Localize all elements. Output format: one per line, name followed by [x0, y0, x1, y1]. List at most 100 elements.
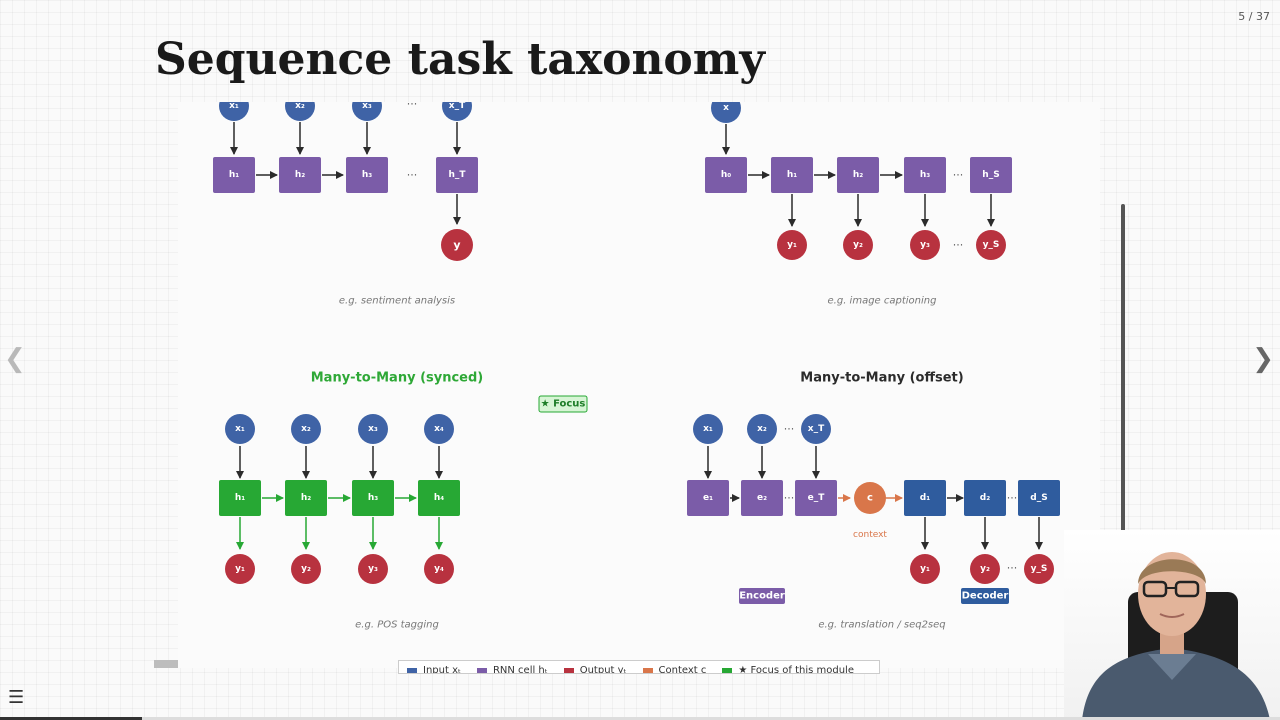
output-node-label: y: [453, 239, 460, 252]
cell-node: [904, 157, 946, 193]
decoder-cell-node: [1018, 480, 1060, 516]
input-node: [747, 414, 777, 444]
input-node: [442, 102, 472, 121]
page-counter: 5 / 37: [1238, 10, 1270, 23]
legend-item-focus: ★ Focus of this module: [722, 665, 854, 673]
cell-node: [771, 157, 813, 193]
legend-item-output: Output yₜ: [563, 665, 627, 674]
input-node-label: x_T: [449, 102, 466, 111]
ellipsis: ···: [953, 239, 964, 252]
cell-node-label: h_S: [982, 170, 999, 180]
cell-node-label: h₁: [229, 170, 239, 180]
chevron-right-icon[interactable]: ❯: [1252, 344, 1274, 374]
cell-node-focus: [219, 480, 261, 516]
cell-node-label: h₃: [362, 170, 372, 180]
input-node: [801, 414, 831, 444]
cell-node-label: h₀: [721, 170, 731, 180]
encoder-cell-node: [795, 480, 837, 516]
output-node: [291, 554, 321, 584]
cell-node-focus: [285, 480, 327, 516]
input-node-label: x₄: [434, 424, 444, 434]
cell-node-label: h_T: [448, 170, 466, 180]
cell-node-label: h₂: [295, 170, 305, 180]
cell-node: [970, 157, 1012, 193]
ellipsis: ···: [953, 169, 964, 182]
cell-node-focus-label: h₁: [235, 493, 245, 503]
input-node: [711, 102, 741, 123]
legend-item-input: Input xₜ: [407, 665, 461, 673]
input-node-label: x: [723, 103, 729, 113]
encoder-cell-node-label: e_T: [808, 493, 826, 503]
scrollbar[interactable]: [1121, 204, 1125, 554]
output-node-label: y₂: [853, 240, 863, 250]
input-node-label: x₁: [235, 424, 245, 434]
caption-translation: e.g. translation / seq2seq: [818, 620, 945, 631]
cell-node-focus-label: h₂: [301, 493, 311, 503]
output-node: [910, 230, 940, 260]
progress-bar: [0, 717, 1280, 720]
decoder-badge: [961, 588, 1009, 604]
legend-swatch: [722, 668, 733, 673]
input-node-label: x_T: [808, 424, 825, 434]
ellipsis: ···: [1007, 492, 1018, 505]
hamburger-menu-icon[interactable]: ☰: [8, 687, 25, 708]
legend-swatch: [642, 668, 653, 673]
focus-badge-label: ★ Focus: [541, 399, 586, 410]
input-node: [693, 414, 723, 444]
encoder-cell-node-label: e₂: [757, 493, 767, 503]
panel-title-synced: Many-to-Many (synced): [311, 371, 484, 386]
input-node: [225, 414, 255, 444]
cell-node: [436, 157, 478, 193]
cell-node: [213, 157, 255, 193]
slide-title: Sequence task taxonomy: [155, 34, 765, 85]
input-node-label: x₃: [362, 102, 372, 111]
decoder-cell-node: [964, 480, 1006, 516]
output-node-label: y₂: [301, 564, 311, 574]
cell-node: [705, 157, 747, 193]
context-node: [854, 482, 886, 514]
panel-title-offset: Many-to-Many (offset): [800, 371, 963, 386]
cell-node-label: h₁: [787, 170, 797, 180]
cell-node: [346, 157, 388, 193]
input-node-label: x₂: [757, 424, 767, 434]
legend-swatch: [407, 668, 417, 673]
legend: Input xₜ RNN cell hₜ Output yₜ Context c…: [398, 660, 880, 674]
output-node: [225, 554, 255, 584]
input-node: [285, 102, 315, 121]
progress-fill: [0, 717, 143, 720]
output-node: [970, 554, 1000, 584]
output-node-label: y₁: [787, 240, 797, 250]
decoder-badge-label: Decoder: [962, 591, 1009, 602]
ellipsis: ···: [407, 102, 418, 111]
context-node-label: c: [867, 493, 873, 504]
cell-node-focus: [418, 480, 460, 516]
input-node-label: x₁: [229, 102, 239, 111]
input-node-label: x₃: [368, 424, 378, 434]
output-node-label: y₄: [434, 564, 444, 574]
output-node: [777, 230, 807, 260]
output-node-label: y_S: [983, 240, 1000, 250]
decoder-cell-node-label: d₁: [920, 493, 930, 503]
output-node: [910, 554, 940, 584]
legend-item-context: Context c: [642, 665, 707, 674]
output-node-label: y_S: [1031, 564, 1048, 574]
legend-label: Context c: [658, 665, 707, 674]
output-node: [441, 229, 473, 261]
cell-node-focus-label: h₄: [434, 493, 444, 503]
cell-node: [837, 157, 879, 193]
ellipsis: ···: [407, 169, 418, 182]
decoder-cell-node-label: d_S: [1030, 493, 1047, 503]
input-node: [352, 102, 382, 121]
input-node-label: x₂: [301, 424, 311, 434]
output-node-label: y₁: [235, 564, 245, 574]
legend-label: Output yₜ: [579, 665, 627, 674]
focus-badge: [538, 395, 588, 413]
caption-image-captioning: e.g. image captioning: [828, 296, 937, 307]
output-node: [976, 230, 1006, 260]
input-node-label: x₂: [295, 102, 305, 111]
webcam-overlay: [1064, 530, 1280, 720]
ellipsis: ···: [784, 423, 795, 436]
chevron-left-icon[interactable]: ❮: [4, 344, 26, 374]
